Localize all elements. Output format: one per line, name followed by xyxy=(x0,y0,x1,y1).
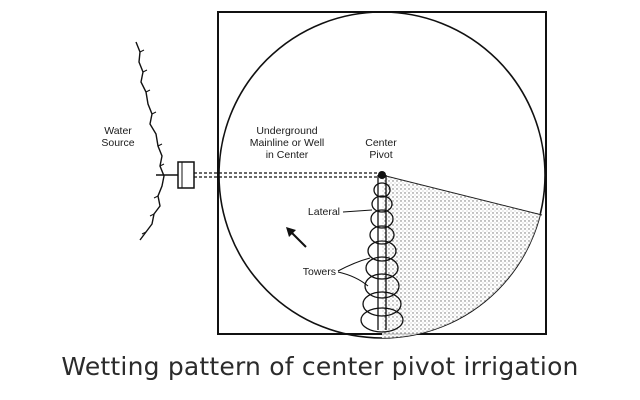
sector-edge xyxy=(381,174,543,216)
label-mainline-2: Mainline or Well xyxy=(250,137,325,149)
label-mainline-3: in Center xyxy=(266,149,309,161)
label-water-source-1: Water xyxy=(104,125,132,137)
rotation-arrow xyxy=(286,227,307,248)
center-pivot-point xyxy=(378,171,386,179)
lateral-towers xyxy=(360,175,404,333)
label-mainline-1: Underground xyxy=(256,125,317,137)
label-water-source-2: Source xyxy=(101,137,134,149)
boundary-ticks xyxy=(139,49,165,235)
label-lateral: Lateral xyxy=(308,206,340,218)
label-center-pivot-2: Pivot xyxy=(369,149,392,161)
label-center-pivot-1: Center xyxy=(365,137,397,149)
center-pivot-diagram: Water Source Underground Mainline or Wel… xyxy=(101,11,547,339)
lateral-pointer xyxy=(342,209,373,213)
figure-caption: Wetting pattern of center pivot irrigati… xyxy=(61,352,579,381)
towers-pointer-2 xyxy=(337,271,369,287)
label-towers: Towers xyxy=(303,266,336,278)
towers-pointer-1 xyxy=(337,257,371,272)
pump-box xyxy=(177,161,195,189)
water-source-boundary xyxy=(135,41,165,241)
wetted-sector xyxy=(382,175,545,338)
